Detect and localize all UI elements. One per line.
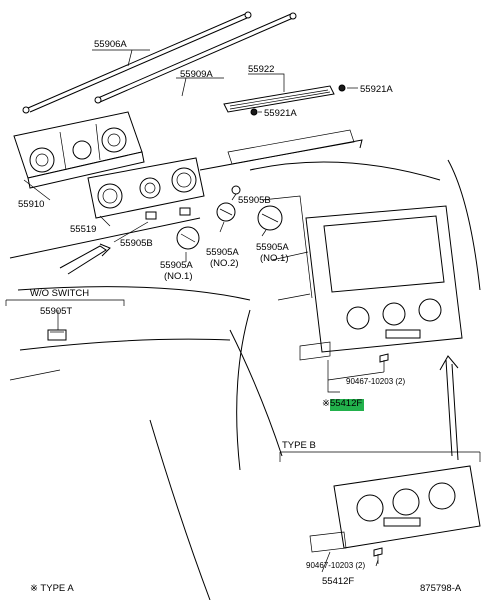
label-55910: 55910 [18,199,44,210]
label-55921A-mid: 55921A [264,108,297,119]
label-55519: 55519 [70,224,96,235]
control-assembly-55910[interactable] [13,111,145,189]
label-type-b: TYPE B [282,440,316,451]
label-55412F-marked: ※55412F [322,398,362,409]
label-55412F-bottom: 55412F [322,576,354,587]
trim-strip-55922[interactable] [223,85,335,113]
label-55906A: 55906A [94,39,127,50]
part-highlight [330,399,364,411]
arrow-wo-switch [59,243,111,275]
label-55905A-no1-right-sub: (NO.1) [260,253,289,264]
label-55905A-no1-right: 55905A [256,242,289,253]
footer-note: ※ TYPE A [30,583,74,594]
console-housing-55412F[interactable] [299,205,463,361]
knob-55905A-no1-left[interactable] [176,226,200,250]
label-55905T: 55905T [40,306,72,317]
label-55909A: 55909A [180,69,213,80]
knob-55905B-right[interactable] [231,185,241,195]
label-wo-switch: W/O SWITCH [30,288,89,299]
knob-55905A-no2[interactable] [216,202,236,222]
label-screw-bottom: 90467-10203 (2) [306,561,365,570]
label-55905A-no1-left-sub: (NO.1) [164,271,193,282]
label-55922: 55922 [248,64,274,75]
dashboard-outline [9,129,481,600]
clip-55921A-mid[interactable] [250,108,258,116]
knob-55905A-no1-right[interactable] [257,205,283,231]
panel-55519[interactable] [87,157,205,220]
clip-55921A-top[interactable] [338,84,346,92]
label-55905A-no2-sub: (NO.2) [210,258,239,269]
label-55905A-no2: 55905A [206,247,239,258]
cable-55906A[interactable] [22,11,252,114]
screw-bottom[interactable] [373,547,383,564]
label-screw-top: 90467-10203 (2) [346,377,405,386]
type-b-housing[interactable] [309,465,481,553]
label-55905B-left: 55905B [120,238,153,249]
leader-lines [5,49,481,573]
cable-55909A[interactable] [94,12,297,104]
label-55905A-no1-left: 55905A [160,260,193,271]
label-55921A-top: 55921A [360,84,393,95]
diagram-id: 875798-A [420,583,462,594]
arrow-type-b [439,355,459,461]
switch-55905T[interactable] [47,329,67,341]
screw-top[interactable] [379,353,389,372]
label-55905B-right: 55905B [238,195,271,206]
